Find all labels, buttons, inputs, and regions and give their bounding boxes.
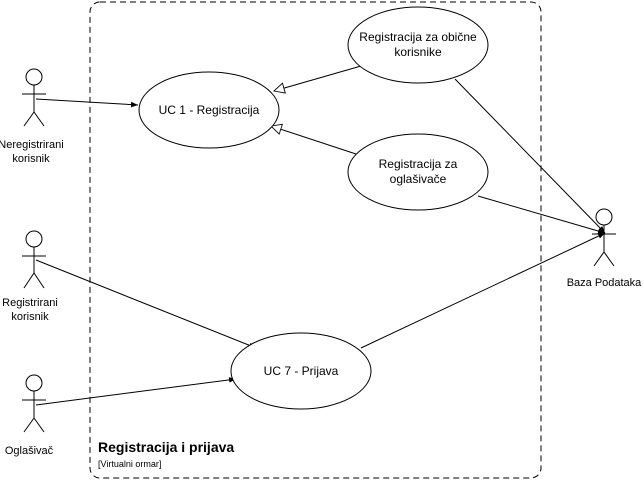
actor-neregistrirani-korisnik[interactable]: Neregistrirani korisnik — [0, 68, 64, 165]
actor-registrirani-label-2: korisnik — [11, 311, 49, 323]
system-subtitle: [Virtualni ormar] — [98, 459, 161, 469]
actor-oglasivac-icon — [22, 374, 46, 433]
generalization-obicni-uc1 — [274, 65, 362, 91]
use-case-registracija-oglasivaci[interactable]: Registracija za oglašivače — [347, 133, 489, 211]
use-case-obicni-label-2: korisnike — [394, 45, 442, 59]
use-case-oglasivaci-label-1: Registracija za — [379, 157, 458, 171]
use-case-uc7-label: UC 7 - Prijava — [264, 364, 339, 378]
association-uc7-baza — [360, 232, 606, 349]
use-case-oglasivaci-label-2: oglašivače — [390, 172, 447, 186]
generalization-oglasivaci-uc1 — [271, 126, 357, 155]
association-oglasivaci-baza — [477, 195, 606, 234]
actor-registrirani-korisnik[interactable]: Registrirani korisnik — [2, 230, 58, 323]
system-boundary — [89, 1, 542, 479]
use-case-uc7[interactable]: UC 7 - Prijava — [230, 332, 372, 410]
association-neregistrirani-uc1 — [35, 98, 139, 108]
system-title: Registracija i prijava — [98, 439, 234, 455]
use-case-uc1[interactable]: UC 1 - Registracija — [138, 71, 280, 149]
actor-neregistrirani-icon — [22, 68, 46, 127]
actor-baza-icon — [592, 208, 616, 267]
actor-neregistrirani-label-1: Neregistrirani — [0, 139, 64, 151]
use-case-registracija-obicni[interactable]: Registracija za obične korisnike — [347, 6, 489, 84]
association-oglasivac-uc7 — [35, 377, 237, 406]
association-obicni-baza — [454, 78, 606, 234]
actor-baza-label: Baza Podataka — [567, 277, 642, 289]
actor-oglasivac[interactable]: Oglašivač — [5, 374, 54, 457]
actor-baza-podataka[interactable]: Baza Podataka — [567, 208, 642, 289]
actor-registrirani-label-1: Registrirani — [2, 297, 58, 309]
actor-registrirani-icon — [22, 230, 46, 289]
use-case-uc1-label: UC 1 - Registracija — [159, 103, 260, 117]
actor-oglasivac-label: Oglašivač — [5, 445, 54, 457]
association-registrirani-uc7 — [35, 259, 257, 349]
actor-neregistrirani-label-2: korisnik — [12, 153, 50, 165]
use-case-obicni-label-1: Registracija za obične — [359, 30, 477, 44]
